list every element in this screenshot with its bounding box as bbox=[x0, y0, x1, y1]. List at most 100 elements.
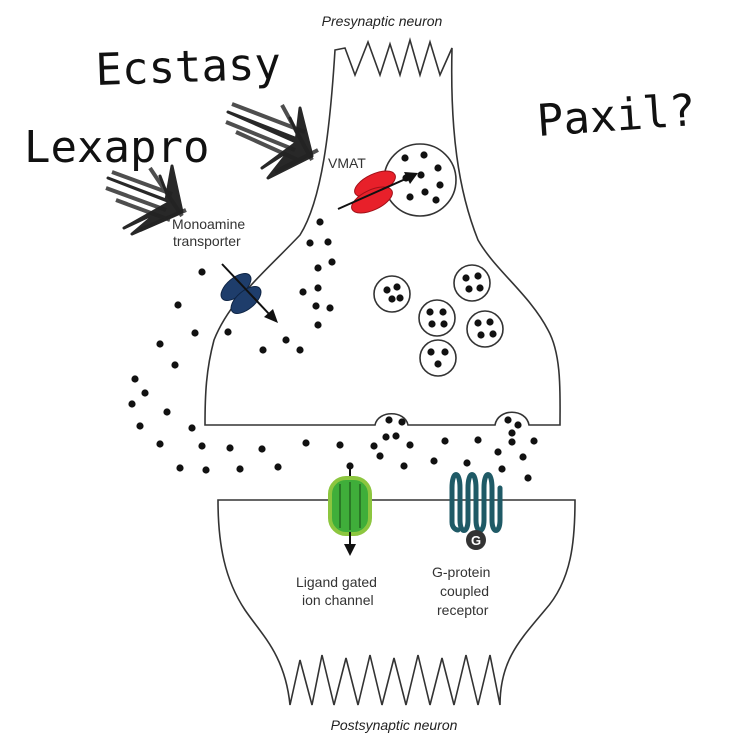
vmat-arrowhead bbox=[404, 172, 418, 184]
neurotransmitter-dot bbox=[434, 164, 442, 172]
neurotransmitter-dot bbox=[336, 441, 344, 449]
neurotransmitter-molecules bbox=[128, 151, 538, 482]
vmat-arrow bbox=[337, 176, 411, 210]
neurotransmitter-dot bbox=[396, 294, 404, 302]
neurotransmitter-dot bbox=[421, 188, 429, 196]
neurotransmitter-dot bbox=[441, 437, 449, 445]
neurotransmitter-dot bbox=[440, 320, 448, 328]
neurotransmitter-dot bbox=[474, 436, 482, 444]
neurotransmitter-dot bbox=[383, 286, 391, 294]
neurotransmitter-dot bbox=[524, 474, 532, 482]
neurotransmitter-dot bbox=[398, 418, 406, 426]
neurotransmitter-dot bbox=[382, 433, 390, 441]
neurotransmitter-dot bbox=[141, 389, 149, 397]
gpcr-label-3: receptor bbox=[437, 602, 489, 618]
neurotransmitter-dot bbox=[259, 346, 267, 354]
paxil-annotation: Paxil? bbox=[535, 85, 697, 147]
neurotransmitter-dot bbox=[299, 288, 307, 296]
neurotransmitter-dot bbox=[508, 429, 516, 437]
neurotransmitter-dot bbox=[498, 465, 506, 473]
neurotransmitter-dot bbox=[376, 452, 384, 460]
neurotransmitter-dot bbox=[465, 285, 473, 293]
neurotransmitter-dot bbox=[439, 308, 447, 316]
neurotransmitter-dot bbox=[198, 442, 206, 450]
vesicle bbox=[418, 299, 456, 337]
ligand-gated-label-1: Ligand gated bbox=[296, 574, 377, 590]
vesicle bbox=[466, 310, 504, 348]
neurotransmitter-dot bbox=[434, 360, 442, 368]
neurotransmitter-dot bbox=[226, 444, 234, 452]
neurotransmitter-dot bbox=[401, 154, 409, 162]
neurotransmitter-dot bbox=[274, 463, 282, 471]
neurotransmitter-dot bbox=[370, 442, 378, 450]
neurotransmitter-dot bbox=[504, 416, 512, 424]
neurotransmitter-dot bbox=[514, 421, 522, 429]
gpcr-label-1: G-protein bbox=[432, 564, 490, 580]
neurotransmitter-dot bbox=[420, 151, 428, 159]
neurotransmitter-dot bbox=[326, 304, 334, 312]
neurotransmitter-dot bbox=[406, 193, 414, 201]
neurotransmitter-dot bbox=[463, 459, 471, 467]
neurotransmitter-dot bbox=[156, 440, 164, 448]
neurotransmitter-dot bbox=[312, 302, 320, 310]
ligand-gated-ion-channel bbox=[328, 476, 372, 536]
arrow-to-transporter-scribble bbox=[105, 164, 187, 236]
vesicle bbox=[373, 275, 411, 313]
monoamine-transporter-label-1: Monoamine bbox=[172, 216, 245, 232]
neurotransmitter-dot bbox=[474, 319, 482, 327]
vmat-label: VMAT bbox=[328, 155, 366, 171]
vesicle bbox=[453, 264, 491, 302]
neurotransmitter-dot bbox=[441, 348, 449, 356]
postsynaptic-neuron-title: Postsynaptic neuron bbox=[331, 717, 458, 733]
neurotransmitter-dot bbox=[282, 336, 290, 344]
neurotransmitter-dot bbox=[171, 361, 179, 369]
neurotransmitter-dot bbox=[191, 329, 199, 337]
neurotransmitter-dot bbox=[494, 448, 502, 456]
neurotransmitter-dot bbox=[176, 464, 184, 472]
neurotransmitter-dot bbox=[417, 171, 425, 179]
neurotransmitter-dot bbox=[508, 438, 516, 446]
ion-channel-arrowhead bbox=[344, 544, 356, 556]
neurotransmitter-dot bbox=[328, 258, 336, 266]
neurotransmitter-dot bbox=[388, 295, 396, 303]
neurotransmitter-dot bbox=[430, 457, 438, 465]
neurotransmitter-dot bbox=[202, 466, 210, 474]
neurotransmitter-dot bbox=[486, 318, 494, 326]
neurotransmitter-dot bbox=[406, 441, 414, 449]
neurotransmitter-dot bbox=[426, 308, 434, 316]
neurotransmitter-dot bbox=[314, 284, 322, 292]
ligand-gated-label-2: ion channel bbox=[302, 592, 374, 608]
neurotransmitter-dot bbox=[428, 320, 436, 328]
arrow-to-vmat-scribble bbox=[225, 102, 319, 180]
transporter-arrowhead bbox=[264, 309, 278, 323]
neurotransmitter-dot bbox=[296, 346, 304, 354]
postsynaptic-membrane bbox=[217, 499, 576, 706]
neurotransmitter-dot bbox=[163, 408, 171, 416]
g-protein-symbol: G bbox=[471, 533, 481, 548]
neurotransmitter-dot bbox=[198, 268, 206, 276]
neurotransmitter-dot bbox=[392, 432, 400, 440]
neurotransmitter-dot bbox=[346, 462, 354, 470]
gpcr-label-2: coupled bbox=[440, 583, 489, 599]
neurotransmitter-dot bbox=[530, 437, 538, 445]
neurotransmitter-dot bbox=[385, 416, 393, 424]
neurotransmitter-dot bbox=[236, 465, 244, 473]
neurotransmitter-dot bbox=[258, 445, 266, 453]
neurotransmitter-dot bbox=[477, 331, 485, 339]
neurotransmitter-dot bbox=[306, 239, 314, 247]
neurotransmitter-dot bbox=[393, 283, 401, 291]
transporter-arrow bbox=[221, 263, 271, 316]
neurotransmitter-dot bbox=[400, 462, 408, 470]
neurotransmitter-dot bbox=[136, 422, 144, 430]
neurotransmitter-dot bbox=[474, 272, 482, 280]
neurotransmitter-dot bbox=[188, 424, 196, 432]
neurotransmitter-dot bbox=[314, 264, 322, 272]
neurotransmitter-dot bbox=[489, 330, 497, 338]
neurotransmitter-dot bbox=[476, 284, 484, 292]
neurotransmitter-dot bbox=[131, 375, 139, 383]
neurotransmitter-dot bbox=[324, 238, 332, 246]
neurotransmitter-dot bbox=[519, 453, 527, 461]
neurotransmitter-dot bbox=[302, 439, 310, 447]
